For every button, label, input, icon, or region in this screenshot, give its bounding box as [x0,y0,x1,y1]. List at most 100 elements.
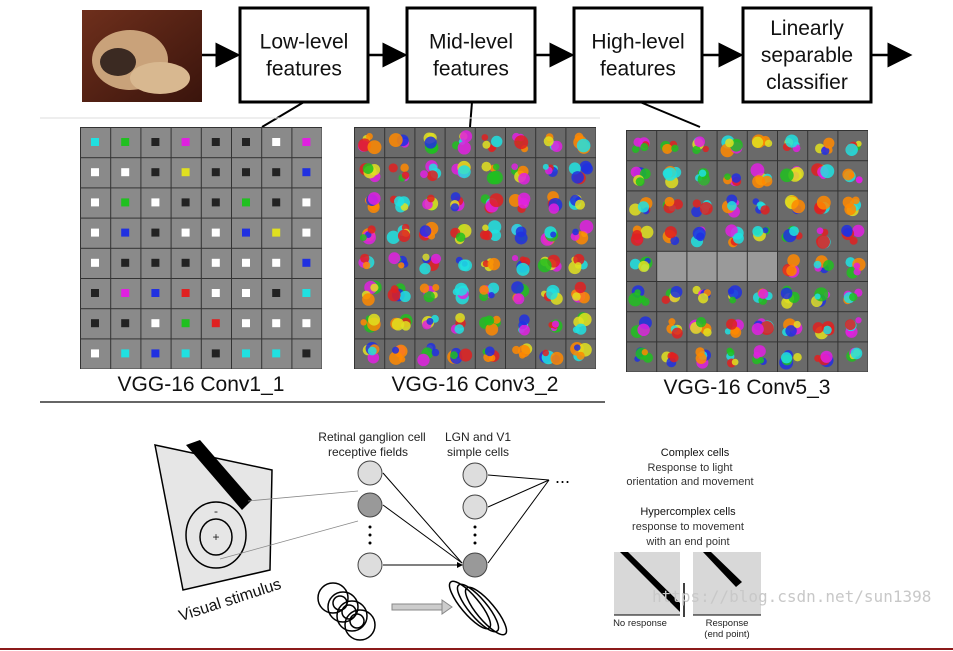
filter-cell [232,158,262,188]
filter-cell [111,128,141,158]
filter-cell [657,251,687,281]
filter-cell [262,248,292,278]
filter-cell [81,158,111,188]
filter-cell [506,218,536,248]
filter-cell [506,309,536,339]
filter-cell [627,131,657,161]
filter-cell [687,282,717,312]
filter-grid: VGG-16 Conv5_3 [626,130,868,399]
connector-lines [261,101,701,128]
pipeline-box-label: features [433,58,509,81]
filter-cell [232,279,262,309]
filter-cell [385,339,415,369]
pipeline-box-label: classifier [766,71,848,94]
filter-cell [717,191,747,221]
pipeline-box-label: features [600,58,676,81]
filter-cell [747,342,777,372]
filter-cell [111,188,141,218]
filter-cell [536,279,566,309]
filter-cell [355,128,385,158]
filter-cell [566,248,596,278]
filter-cell [171,158,201,188]
filter-cell [445,188,475,218]
filter-cell [111,248,141,278]
filter-cell [687,191,717,221]
filter-cell [385,188,415,218]
filter-cell [475,309,505,339]
filter-cell [385,218,415,248]
filter-cell [808,161,838,191]
filter-cell [778,221,808,251]
filter-cell [355,158,385,188]
dog-photo [82,10,202,102]
filter-cell [355,309,385,339]
filter-cell [415,339,445,369]
filter-cell [475,279,505,309]
filter-cell [627,221,657,251]
filter-cell [717,221,747,251]
filter-cell [657,221,687,251]
filter-cell [838,251,868,281]
filter-cell [627,282,657,312]
filter-cell [111,309,141,339]
pipeline-box-label: High-level [591,31,684,54]
filter-cell [627,312,657,342]
filter-cell [657,282,687,312]
filter-cell [506,279,536,309]
filter-cell [81,279,111,309]
hypercomplex-desc: with an end point [645,536,729,548]
filter-cell [536,309,566,339]
filter-cell [838,191,868,221]
filter-cell [657,161,687,191]
pipeline-box-label: Linearly [770,17,844,40]
filter-cell [778,342,808,372]
filter-cell [808,312,838,342]
filter-cell [171,248,201,278]
filter-cell [536,158,566,188]
filter-cell [355,248,385,278]
filter-cell [808,282,838,312]
filter-cell [415,158,445,188]
filter-cell [717,282,747,312]
filter-cell [201,218,231,248]
filter-cell [657,131,687,161]
retinal-label: receptive fields [328,445,408,459]
svg-text:+: + [212,530,219,544]
filter-cell [201,279,231,309]
filter-cell [838,221,868,251]
filter-cell [171,339,201,369]
filter-cell [778,191,808,221]
filter-cell [201,188,231,218]
filter-cell [81,339,111,369]
filter-cell [385,158,415,188]
filter-cell [262,158,292,188]
vertical-ellipsis [368,525,477,545]
filter-cell [445,339,475,369]
filter-cell [657,342,687,372]
filter-cell [808,131,838,161]
filter-cell [111,339,141,369]
filter-cell [717,161,747,191]
filter-cell [808,251,838,281]
lgn-label: simple cells [447,445,509,459]
filter-cell [808,191,838,221]
filter-cell [445,248,475,278]
hypercomplex-desc: response to movement [632,521,744,533]
filter-cell [262,188,292,218]
filter-cell [262,218,292,248]
filter-cell [536,218,566,248]
filter-cell [385,279,415,309]
filter-cell [506,248,536,278]
filter-cell [747,312,777,342]
filter-cell [657,312,687,342]
filter-cell [355,279,385,309]
svg-text:-: - [214,504,218,518]
filter-cell [445,218,475,248]
filter-cell [385,309,415,339]
filter-cell [385,128,415,158]
visual-stimulus: +- [154,440,359,591]
filter-cell [475,339,505,369]
filter-cell [355,218,385,248]
